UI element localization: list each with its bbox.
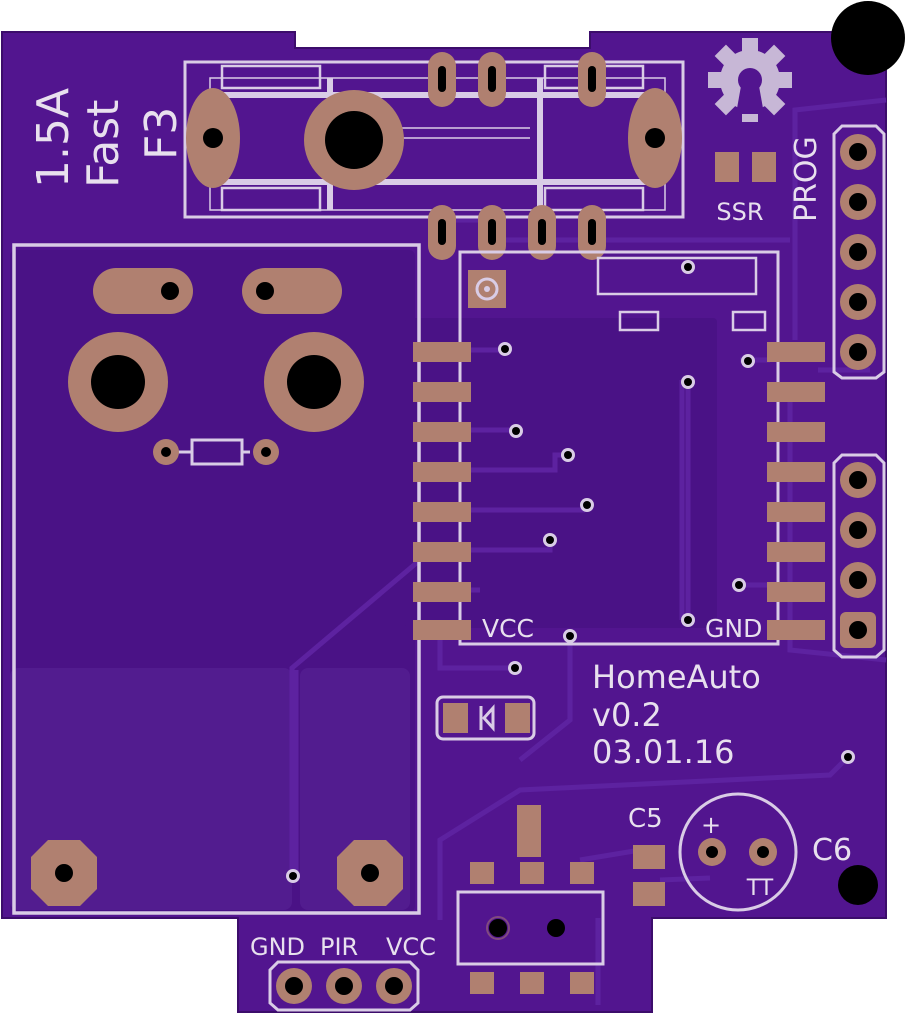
diode-icon <box>435 695 536 741</box>
open-hardware-gear-icon <box>708 38 792 122</box>
cap-c6 <box>678 792 798 912</box>
ssr-pads <box>715 152 776 182</box>
prog-label: PROG <box>789 136 824 222</box>
cap-plus-label: + <box>701 811 721 839</box>
fuse-label-speed: Fast <box>78 100 129 188</box>
fuse-label-designator: F3 <box>136 107 187 160</box>
relay-pads <box>31 268 403 906</box>
ssr-label: SSR <box>716 198 763 226</box>
cap-c5 <box>633 845 665 906</box>
board-version: v0.2 <box>592 696 662 734</box>
header-label-gnd: GND <box>250 933 305 961</box>
wifi-module <box>413 250 825 646</box>
prog-header <box>832 124 886 380</box>
board-title: HomeAuto <box>592 658 761 696</box>
fuse-label-rating: 1.5A <box>28 88 79 188</box>
fiducial-dot-icon <box>831 1 905 75</box>
relay-outline <box>12 243 421 915</box>
io-header <box>832 453 886 659</box>
module-vcc-label: VCC <box>482 614 534 643</box>
board-date: 03.01.16 <box>592 733 735 771</box>
header-label-pir: PIR <box>320 933 358 961</box>
cap-tt-label: TT <box>746 876 774 901</box>
resistor <box>153 438 279 466</box>
header-label-vcc: VCC <box>386 933 436 961</box>
cap-c5-label: C5 <box>628 804 663 834</box>
cap-c6-label: C6 <box>812 833 852 868</box>
fuse-holder <box>183 52 685 260</box>
pir-header <box>268 960 420 1012</box>
module-gnd-label: GND <box>705 614 762 643</box>
voltage-regulator <box>456 805 605 994</box>
fiducial-dot-icon <box>838 865 878 905</box>
